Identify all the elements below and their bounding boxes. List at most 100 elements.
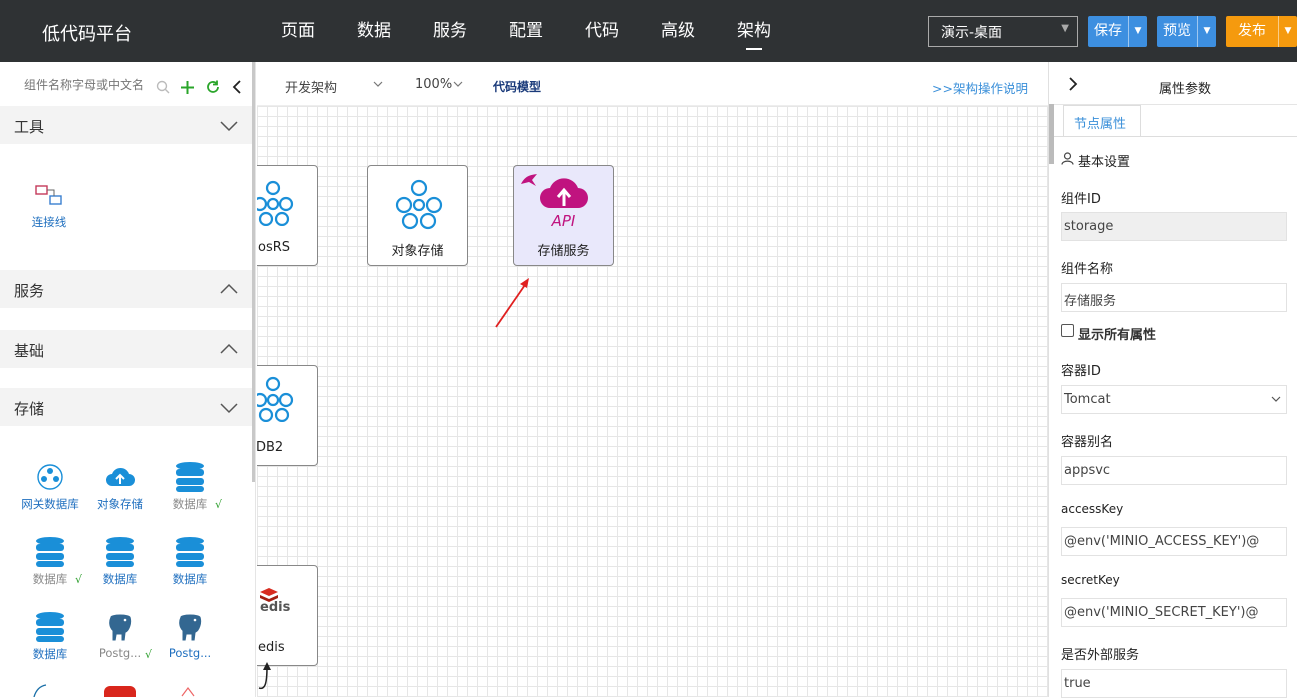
add-icon[interactable] (180, 80, 195, 95)
nav-architecture[interactable]: 架构 (716, 0, 792, 62)
preview-label: 预览 (1163, 23, 1191, 39)
connector-icon (14, 178, 84, 212)
redis-icon (104, 686, 136, 697)
code-model-link[interactable]: 代码模型 (493, 80, 542, 94)
section-services[interactable]: 服务 (0, 270, 252, 308)
zoom-value: 100% (415, 77, 453, 92)
database-icon (85, 535, 155, 569)
check-icon: √ (215, 498, 223, 511)
publish-dropdown-icon[interactable]: ▼ (1278, 16, 1297, 47)
nav-config[interactable]: 配置 (509, 21, 543, 41)
component-database[interactable]: 数据库 (15, 610, 85, 662)
node-label: edis (258, 640, 285, 655)
preview-button[interactable]: 预览 ▼ (1157, 16, 1216, 47)
component-object-storage[interactable]: 对象存储 (85, 460, 155, 512)
nav-advanced[interactable]: 高级 (661, 21, 695, 41)
external-service-field[interactable]: true (1061, 669, 1287, 698)
redis-logo-text: edis (260, 600, 291, 615)
node-osrs[interactable]: osRS (257, 165, 318, 266)
chevron-down-icon (220, 403, 238, 414)
collapse-right-icon[interactable] (1069, 77, 1078, 91)
component-gateway-db[interactable]: 网关数据库 (15, 460, 85, 512)
database-icon (155, 460, 225, 494)
component-database[interactable]: 数据库 (85, 535, 155, 587)
search-icon[interactable] (156, 80, 170, 94)
section-basic[interactable]: 基础 (0, 330, 252, 368)
section-basic-label: 基础 (14, 342, 45, 360)
secret-key-field[interactable]: @env('MINIO_SECRET_KEY')@ (1061, 598, 1287, 627)
preview-dropdown-icon[interactable]: ▼ (1197, 16, 1216, 47)
cluster-icon (257, 376, 294, 422)
publish-button[interactable]: 发布 ▼ (1226, 16, 1297, 47)
architecture-select[interactable]: 开发架构 (285, 77, 383, 96)
bird-logo-icon (521, 174, 537, 186)
nav-page[interactable]: 页面 (281, 21, 315, 41)
save-dropdown-icon[interactable]: ▼ (1128, 16, 1147, 47)
chevron-up-icon (220, 283, 238, 294)
nav-code[interactable]: 代码 (585, 21, 619, 41)
node-object-storage[interactable]: 对象存储 (367, 165, 468, 266)
architecture-select-value: 开发架构 (285, 81, 338, 96)
nav-data[interactable]: 数据 (357, 21, 391, 41)
node-label: 存储服务 (537, 244, 590, 259)
section-tools[interactable]: 工具 (0, 106, 252, 144)
component-search-input[interactable] (24, 78, 164, 92)
save-label: 保存 (1094, 23, 1122, 39)
node-label: DB2 (257, 440, 284, 455)
gateway-db-icon (15, 460, 85, 494)
postgres-elephant-icon (85, 610, 155, 644)
node-redis[interactable]: edis edis (257, 565, 318, 666)
component-database[interactable]: 数据库 (15, 535, 85, 587)
tab-node-properties[interactable]: 节点属性 (1063, 105, 1141, 137)
container-alias-label: 容器别名 (1061, 435, 1114, 450)
check-icon: √ (75, 573, 83, 586)
zoom-select[interactable]: 100% (415, 77, 463, 92)
divider (1049, 136, 1297, 137)
component-label: 数据库 (32, 572, 68, 586)
architecture-canvas[interactable]: osRS 对象存储 API 存储服务 DB2 edis edis (257, 106, 1048, 697)
secret-key-label: secretKey (1061, 573, 1120, 587)
component-name-field[interactable]: 存储服务 (1061, 283, 1287, 312)
component-label: 数据库 (102, 572, 138, 586)
scene-select[interactable]: 演示-桌面 ▼ (928, 16, 1078, 47)
redis-icon (260, 588, 278, 602)
component-database[interactable]: 数据库 (155, 460, 225, 512)
component-postgres[interactable]: Postg... (85, 610, 155, 660)
nav-service[interactable]: 服务 (433, 21, 467, 41)
divider (1049, 104, 1297, 105)
refresh-icon[interactable] (205, 79, 221, 95)
show-all-properties-checkbox[interactable] (1061, 324, 1074, 337)
publish-label: 发布 (1238, 23, 1266, 39)
chevron-up-icon (220, 343, 238, 354)
container-alias-field[interactable]: appsvc (1061, 456, 1287, 485)
connection-line[interactable] (257, 662, 277, 692)
container-id-label: 容器ID (1061, 364, 1101, 379)
property-panel: 属性参数 节点属性 基本设置 组件ID storage 组件名称 存储服务 显示… (1048, 62, 1297, 698)
save-button[interactable]: 保存 ▼ (1088, 16, 1147, 47)
property-panel-title: 属性参数 (1159, 82, 1212, 97)
show-all-properties-label: 显示所有属性 (1078, 328, 1157, 343)
node-db2[interactable]: DB2 (257, 365, 318, 466)
component-database[interactable]: 数据库 (155, 535, 225, 587)
access-key-label: accessKey (1061, 502, 1124, 516)
component-label: Postg... (98, 646, 142, 660)
component-connector[interactable]: 连接线 (14, 178, 84, 230)
property-panel-scrollbar[interactable] (1049, 104, 1054, 164)
database-icon (155, 535, 225, 569)
chevron-down-icon (1271, 396, 1281, 402)
api-cloud-icon (540, 178, 588, 208)
architecture-help-link[interactable]: >>架构操作说明 (932, 81, 1028, 96)
container-id-select[interactable]: Tomcat (1061, 385, 1287, 414)
node-storage-service[interactable]: API 存储服务 (513, 165, 614, 266)
component-label: Postg... (168, 646, 212, 660)
main-nav: 页面 数据 服务 配置 代码 高级 架构 (260, 0, 792, 62)
section-storage[interactable]: 存储 (0, 388, 252, 426)
external-service-label: 是否外部服务 (1061, 648, 1140, 663)
database-icon (15, 535, 85, 569)
access-key-field[interactable]: @env('MINIO_ACCESS_KEY')@ (1061, 527, 1287, 556)
collapse-left-icon[interactable] (232, 80, 242, 94)
left-panel-scrollbar[interactable] (252, 62, 255, 482)
component-postgres[interactable]: Postg... (155, 610, 225, 660)
oracle-icon (181, 687, 195, 697)
basic-settings-heading: 基本设置 (1078, 155, 1131, 170)
